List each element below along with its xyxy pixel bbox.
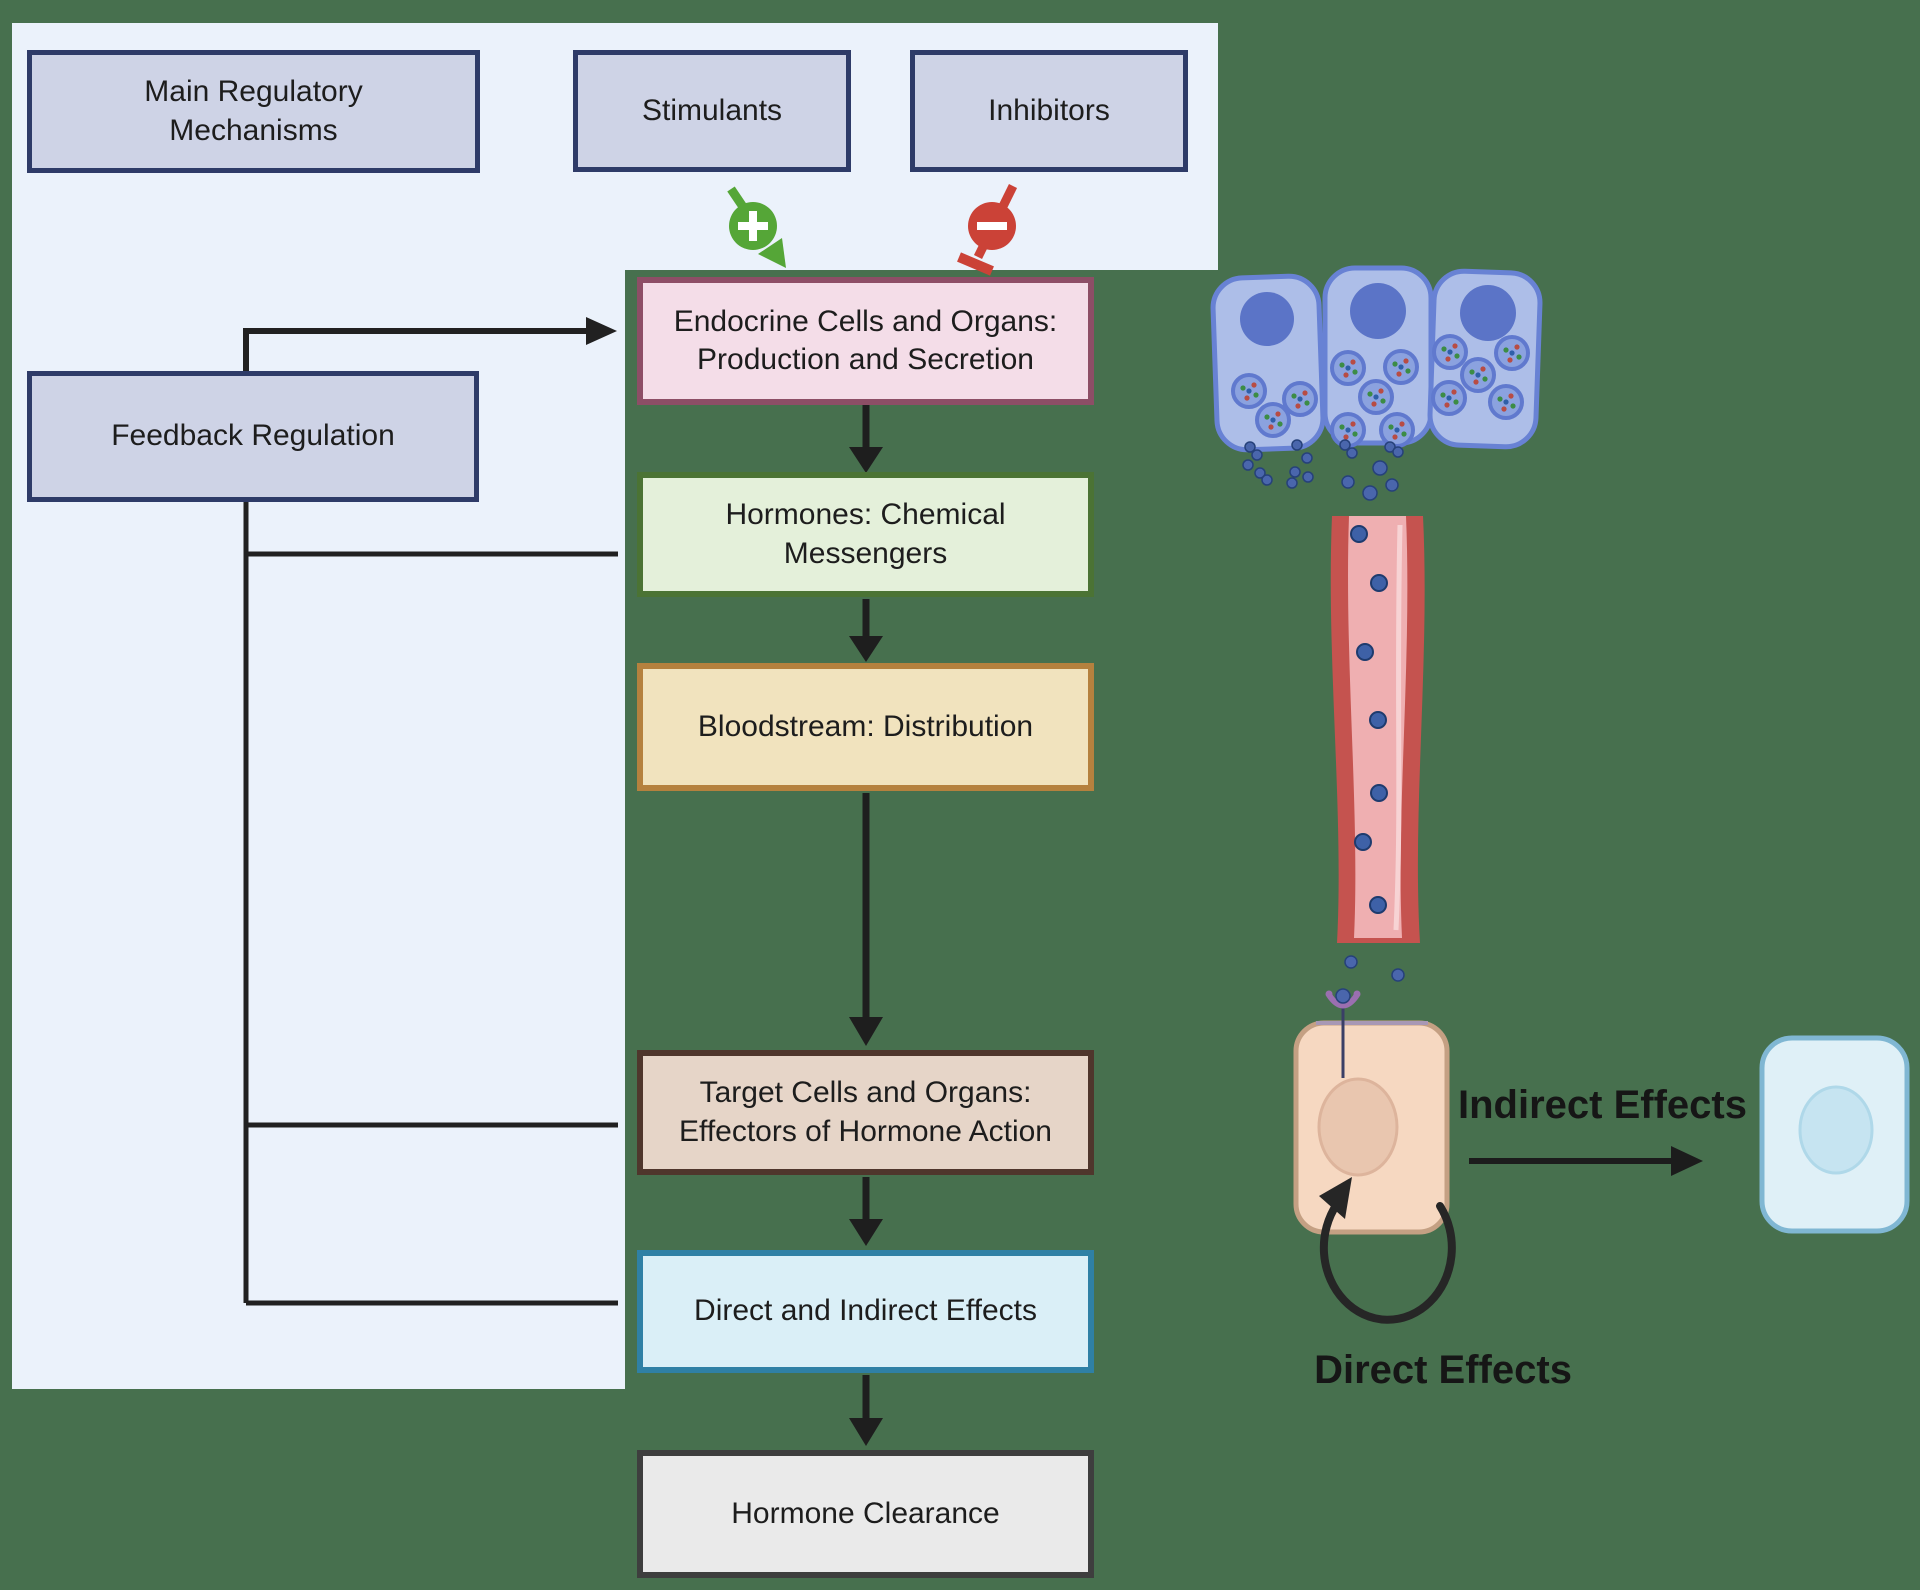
direct-effects-loop-arrow	[1319, 1177, 1456, 1324]
direct-effects-label: Direct Effects	[1314, 1348, 1572, 1392]
endocrine-cells-illustration	[1210, 265, 1543, 453]
box-hormones-chemical-messengers: Hormones: Chemical Messengers	[637, 472, 1094, 597]
box-hormone-clearance: Hormone Clearance	[637, 1450, 1094, 1578]
box-label: Hormones: Chemical Messengers	[725, 498, 1006, 570]
box-stimulants: Stimulants	[573, 50, 851, 172]
target-cell-illustration	[1293, 988, 1450, 1235]
box-label: Feedback Regulation	[111, 419, 395, 453]
flow-arrow-endocrine-to-hormones	[849, 405, 883, 473]
box-label: Endocrine Cells and Organs: Production a…	[673, 304, 1058, 376]
blood-vessel-illustration	[1330, 516, 1425, 982]
box-bloodstream-distribution: Bloodstream: Distribution	[637, 663, 1094, 791]
flow-arrow-hormones-to-bloodstream	[849, 599, 883, 662]
hormone-receptor-icon	[1325, 988, 1361, 1078]
feedback-to-endocrine-arrow	[243, 317, 617, 371]
box-label: Main Regulatory Mechanisms	[144, 75, 363, 147]
secreted-hormone-dots	[1242, 439, 1404, 501]
flow-arrow-bloodstream-to-target	[849, 793, 883, 1046]
indirect-target-cell-illustration	[1759, 1035, 1910, 1234]
box-label: Stimulants	[641, 93, 783, 127]
box-target-cells-organs: Target Cells and Organs: Effectors of Ho…	[637, 1050, 1094, 1175]
regulatory-panel-left	[12, 23, 625, 1389]
minus-inhibition-icon	[957, 184, 1018, 276]
box-feedback-regulation: Feedback Regulation	[27, 371, 479, 502]
feedback-trunk-lines	[243, 502, 618, 1306]
indirect-effects-label: Indirect Effects	[1458, 1083, 1747, 1127]
box-direct-indirect-effects: Direct and Indirect Effects	[637, 1250, 1094, 1373]
box-label: Direct and Indirect Effects	[694, 1294, 1037, 1328]
box-label: Target Cells and Organs: Effectors of Ho…	[679, 1076, 1052, 1148]
plus-stimulation-arrow-icon	[727, 186, 786, 268]
box-label: Inhibitors	[988, 93, 1110, 127]
box-endocrine-cells-organs: Endocrine Cells and Organs: Production a…	[637, 277, 1094, 405]
flow-arrow-effects-to-clearance	[849, 1375, 883, 1446]
box-label: Hormone Clearance	[731, 1496, 1000, 1530]
box-main-regulatory-mechanisms: Main Regulatory Mechanisms	[27, 50, 480, 173]
indirect-effects-arrow	[1469, 1146, 1703, 1176]
box-inhibitors: Inhibitors	[910, 50, 1188, 172]
flow-arrow-target-to-effects	[849, 1177, 883, 1246]
box-label: Bloodstream: Distribution	[697, 709, 1034, 743]
